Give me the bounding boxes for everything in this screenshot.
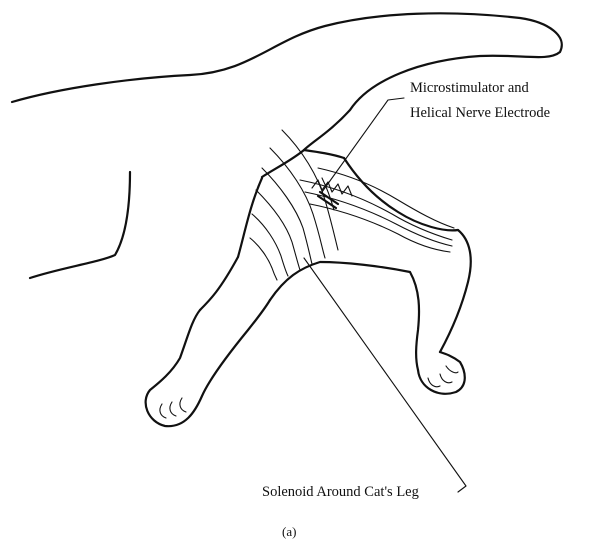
hind-leg-shin-back: [270, 262, 419, 370]
cat-front-leg-lower: [146, 300, 270, 426]
implant-leader-line: [322, 98, 404, 192]
hind-thigh-top: [304, 150, 344, 158]
solenoid-turn-3: [262, 168, 312, 264]
solenoid-turn-6: [250, 238, 277, 280]
nerve-fiber-3: [310, 204, 450, 252]
solenoid-label: Solenoid Around Cat's Leg: [262, 484, 419, 500]
cat-outline: [12, 13, 562, 426]
hind-leg-knee: [440, 230, 471, 352]
implant-label-line2: Helical Nerve Electrode: [410, 105, 550, 121]
hind-paw-toes: [428, 366, 458, 387]
solenoid-turn-4: [256, 190, 300, 270]
microstimulator-body: [318, 192, 338, 208]
cat-front-leg-upper: [30, 172, 130, 278]
figure-caption: (a): [282, 524, 296, 539]
implant-label-line1: Microstimulator and: [410, 80, 530, 96]
cat-belly-lower: [200, 257, 238, 310]
solenoid-turn-1: [282, 130, 338, 250]
cat-front-paw-toes: [160, 398, 186, 418]
solenoid-leader-line: [304, 258, 466, 492]
solenoid-turn-2: [270, 148, 325, 258]
nerve-fiber-2: [305, 192, 452, 246]
